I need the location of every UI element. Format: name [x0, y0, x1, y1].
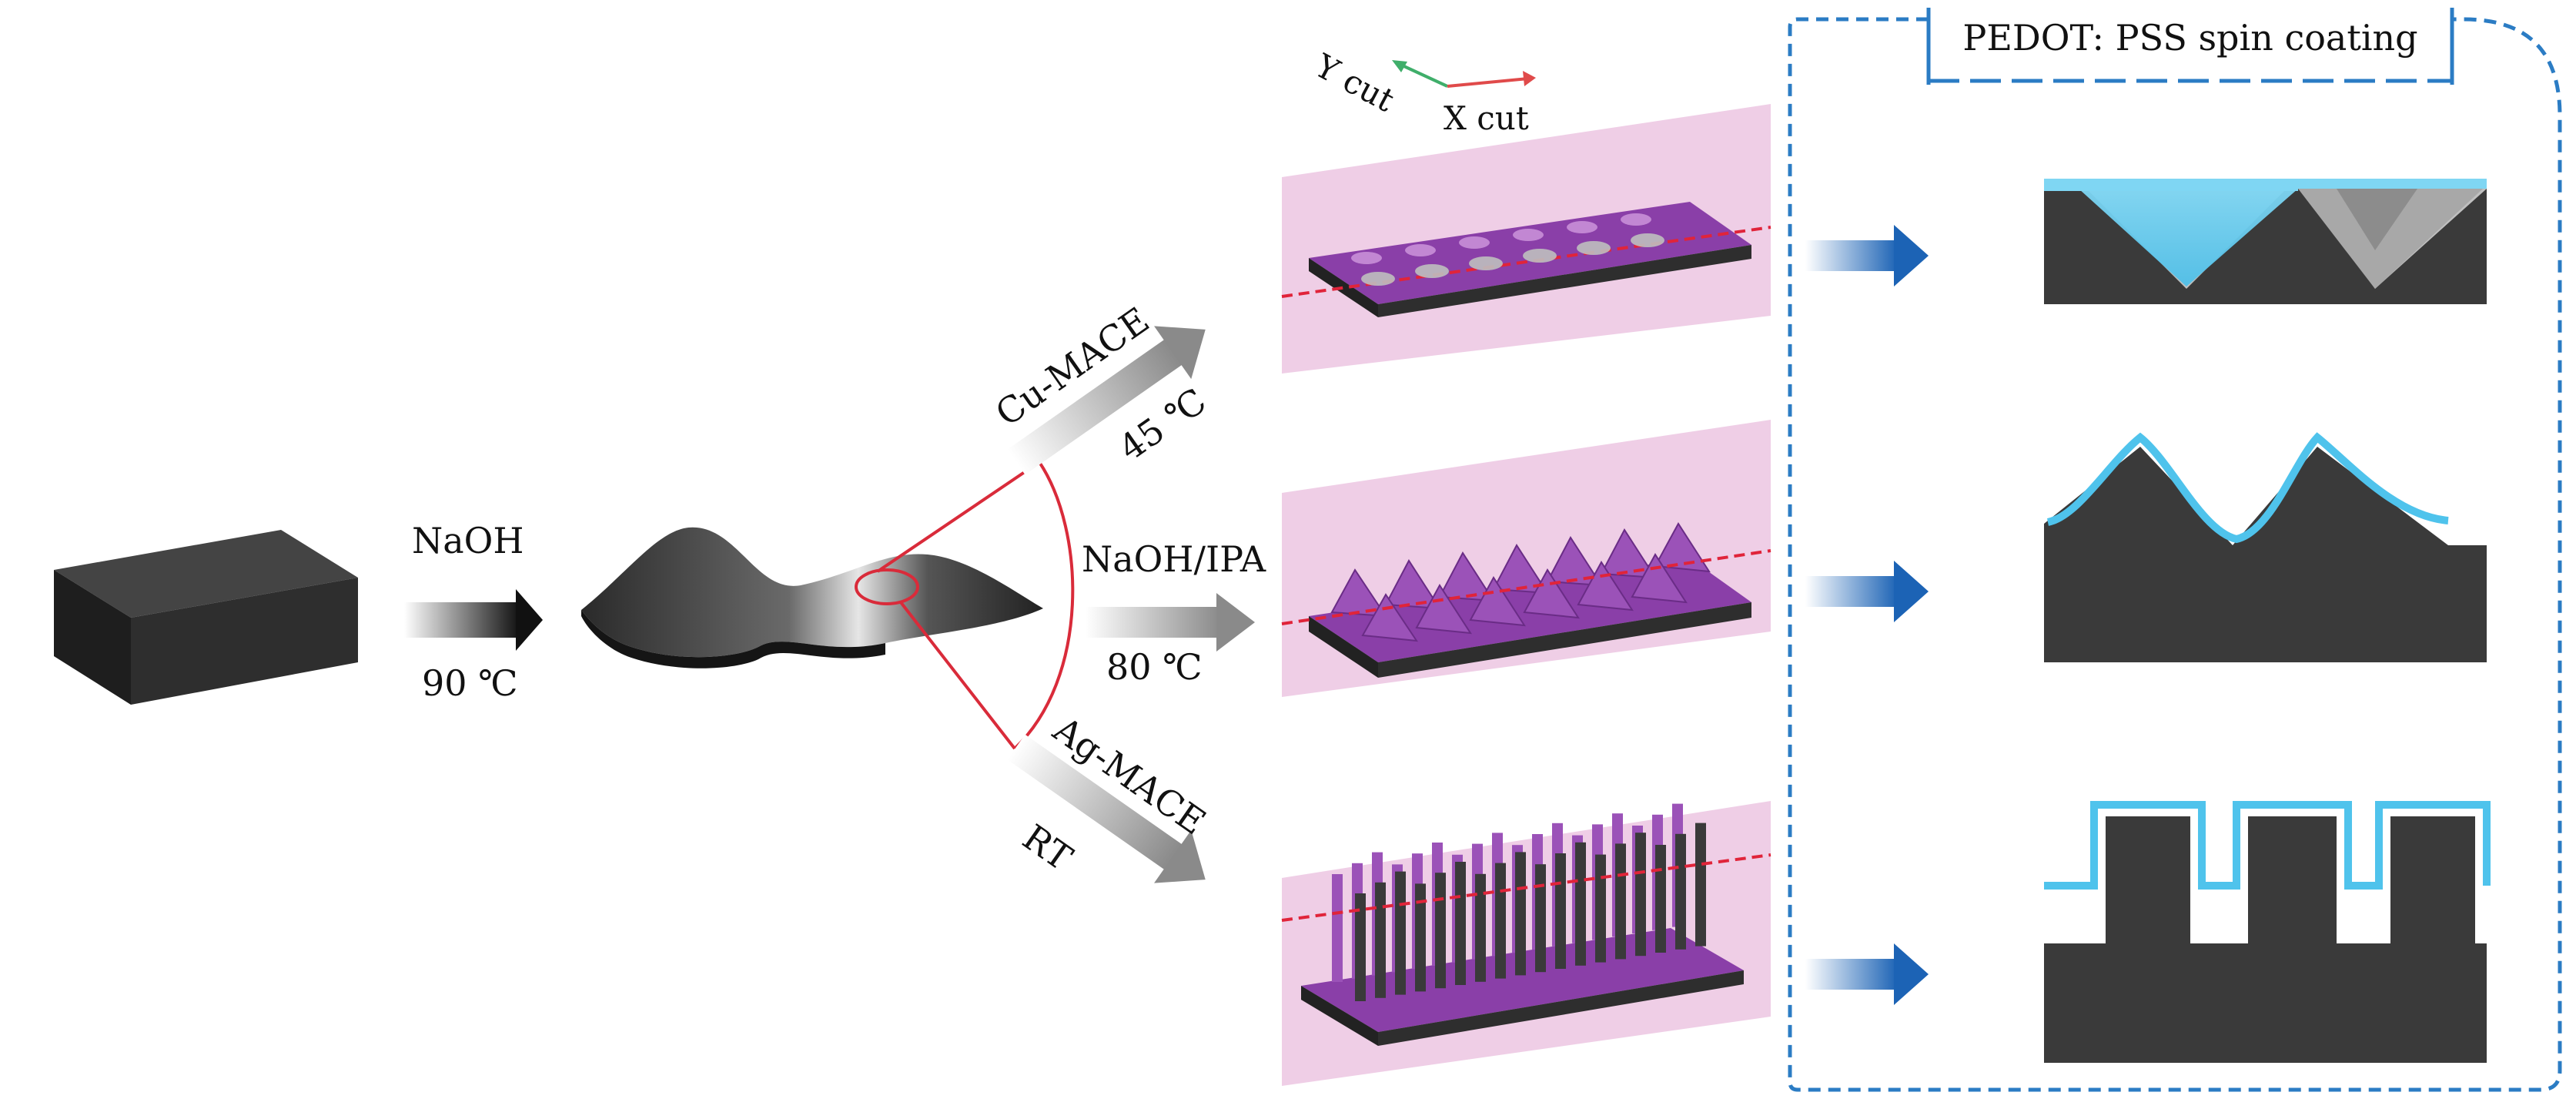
step1-reagent: NaOH: [412, 520, 524, 561]
zoom-callout: [855, 461, 1075, 750]
step1-temperature: 90 ℃: [422, 662, 518, 704]
upright-pyramid-cross-section: [2044, 432, 2487, 662]
nanowire: [1515, 852, 1526, 976]
ag-mace-temperature: RT: [1015, 816, 1080, 879]
nanowire: [1332, 874, 1343, 982]
silicon-block: [54, 530, 358, 705]
nanowire: [1415, 883, 1426, 992]
cu-mace-arrow: [1007, 326, 1206, 475]
pedot-panel-title: PEDOT: PSS spin coating: [1962, 17, 2417, 59]
naoh-arrow: [404, 589, 543, 651]
naoh-ipa-arrow: [1086, 593, 1255, 652]
nanowire: [1355, 893, 1366, 1001]
y-cut-label: Y cut: [1308, 46, 1400, 119]
nanowire: [1615, 843, 1626, 960]
bent-wafer: [581, 527, 1043, 668]
nanowire: [1535, 864, 1546, 973]
nanowire: [1455, 862, 1466, 985]
nanowire: [1375, 882, 1386, 998]
nanowire: [1635, 833, 1646, 957]
nanowire: [1695, 823, 1706, 947]
upright-pyramid-structure: [1281, 420, 1771, 697]
coating-arrow-3: [1805, 943, 1929, 1005]
nanowire-cross-section: [2044, 801, 2491, 1063]
coating-arrow-2: [1805, 561, 1929, 622]
ag-mace-arrow: [1007, 734, 1206, 883]
coating-arrow-1: [1805, 225, 1929, 286]
nanowire: [1575, 842, 1586, 966]
nanowire: [1595, 854, 1606, 963]
nanowire: [1395, 871, 1406, 995]
nanowire: [1475, 873, 1486, 982]
nanowire: [1555, 853, 1566, 969]
naoh-ipa-temperature: 80 ℃: [1106, 646, 1203, 688]
nanowire: [1675, 833, 1686, 950]
pedot-coating-panel: PEDOT: PSS spin coating: [1788, 8, 2562, 1092]
nanowire: [1495, 863, 1506, 979]
nanowire: [1435, 873, 1446, 989]
nanowire: [1655, 845, 1666, 953]
naoh-ipa-label: NaOH/IPA: [1082, 538, 1266, 580]
inverted-pyramid-structure: [1281, 104, 1771, 374]
cut-axes-indicator: [1392, 60, 1536, 88]
nanowire-array: [1332, 803, 1706, 1001]
nanowire-structure: [1281, 801, 1771, 1086]
inverted-pyramid-cross-section: [2044, 179, 2487, 304]
x-cut-label: X cut: [1444, 99, 1529, 137]
